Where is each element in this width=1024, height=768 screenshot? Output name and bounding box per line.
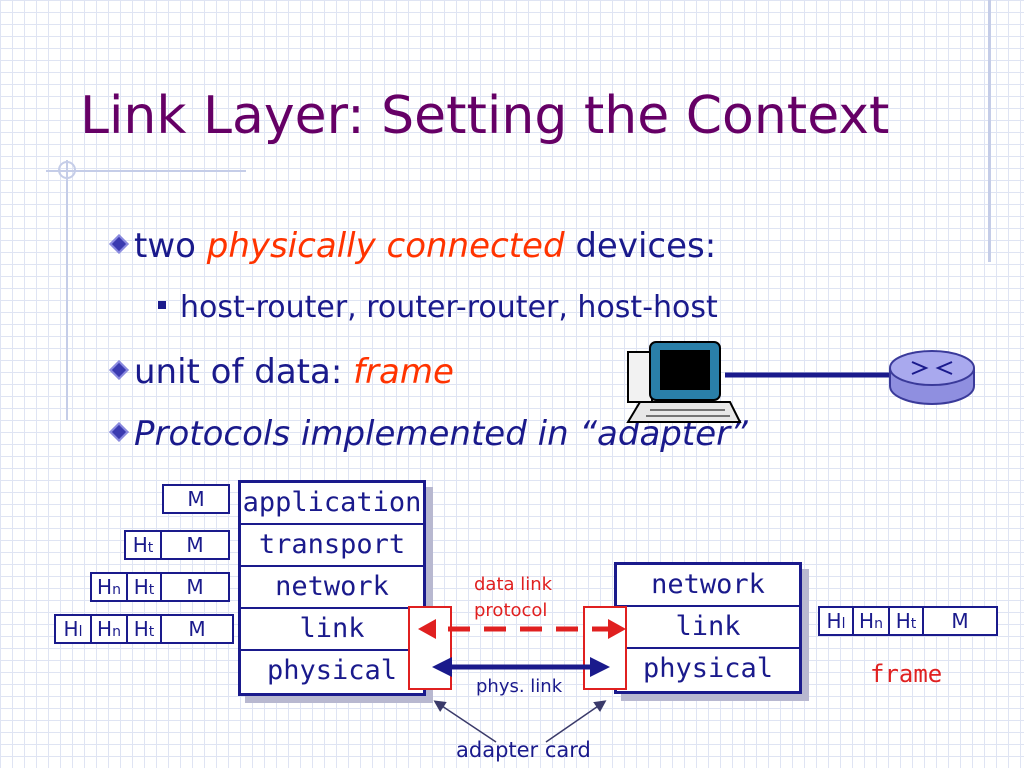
network-header: Hn [854, 608, 890, 634]
adapter-card-label: adapter card [456, 738, 591, 762]
layer-link: link [617, 607, 799, 649]
decorative-right-line [988, 0, 991, 262]
router-icon [889, 350, 975, 405]
phys-link-arrow [432, 657, 610, 677]
message-box: M [162, 484, 230, 514]
router-protocol-stack: network link physical [614, 562, 802, 694]
computer-icon [626, 341, 742, 423]
bullet-unit-of-data: unit of data: frame [109, 352, 454, 392]
frame-label: frame [870, 660, 943, 688]
transport-header: Ht [126, 532, 162, 558]
layer-physical: physical [642, 653, 774, 684]
message-label: M [188, 617, 206, 641]
link-header: Hl [56, 616, 92, 642]
bullet-text: two [134, 226, 207, 266]
layer-network: network [241, 567, 423, 609]
layer-physical: physical [266, 655, 398, 686]
layer-link: link [241, 609, 423, 651]
decorative-vertical-line [66, 160, 68, 420]
sub-bullet-text: host-router, router-router, host-host [180, 290, 718, 325]
transport-header: Ht [128, 616, 162, 642]
bullet-text: devices: [564, 226, 717, 266]
message-label: M [187, 487, 205, 511]
transport-segment: Ht M [124, 530, 230, 560]
link-header: Hl [820, 608, 854, 634]
slide-title: Link Layer: Setting the Context [80, 86, 890, 146]
network-header: Hn [92, 616, 128, 642]
data-link-protocol-arrow [418, 619, 626, 639]
bullet-physically-connected: two physically connected devices: [109, 226, 717, 266]
bullet-emphasis: physically connected [206, 226, 565, 266]
network-datagram: Hn Ht M [90, 572, 230, 602]
transport-header: Ht [128, 574, 162, 600]
square-bullet-icon [158, 301, 166, 309]
bullet-text: unit of data: [134, 352, 354, 392]
layer-transport: transport [241, 525, 423, 567]
network-header: Hn [92, 574, 128, 600]
data-link-protocol-label: data link protocol [474, 574, 553, 621]
decorative-circle [58, 161, 76, 179]
decorative-horizontal-line [46, 170, 246, 172]
sub-bullet-device-pairs: host-router, router-router, host-host [158, 290, 718, 325]
bullet-emphasis: frame [353, 352, 454, 392]
message-label: M [186, 533, 204, 557]
adapter-pointer-right [545, 700, 607, 743]
frame-box: Hl Hn Ht M [818, 606, 998, 636]
layer-application: application [241, 483, 423, 525]
host-protocol-stack: application transport network link physi… [238, 480, 426, 696]
layer-network: network [617, 565, 799, 607]
link-frame: Hl Hn Ht M [54, 614, 234, 644]
transport-header: Ht [890, 608, 924, 634]
adapter-card-left [408, 606, 452, 690]
phys-link-label: phys. link [476, 676, 563, 697]
message-label: M [951, 609, 969, 633]
message-label: M [186, 575, 204, 599]
adapter-pointer-left [433, 700, 497, 743]
